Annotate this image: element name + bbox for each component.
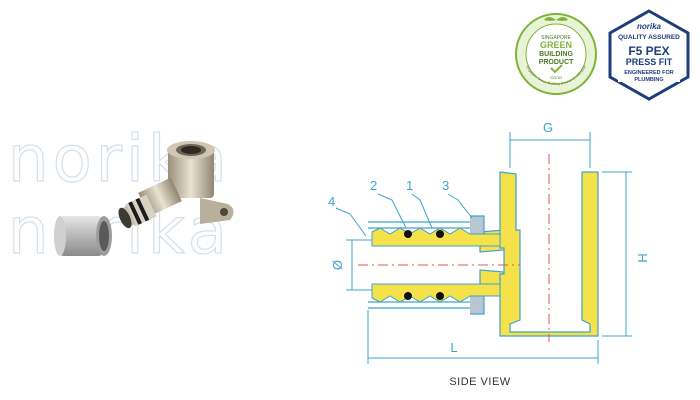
badge-hex-quality: QUALITY ASSURED [618, 34, 680, 41]
badge-hex-product1: F5 PEX [628, 44, 670, 58]
o-ring [404, 230, 412, 238]
dimension-diameter [346, 239, 372, 291]
badge-green-line1: SINGAPORE [541, 35, 571, 41]
quality-assured-badge: norika QUALITY ASSURED F5 PEX PRESS FIT … [606, 8, 692, 102]
side-view-diagram: G H L Ø 2 1 3 4 [328, 120, 650, 364]
dimension-l [367, 310, 599, 364]
callout-leaders [335, 193, 473, 237]
elbow-fitting [118, 141, 234, 229]
product-photo [54, 141, 234, 256]
watermark-text: norika [7, 195, 231, 269]
callout-3: 3 [442, 178, 449, 193]
dim-d-label: Ø [330, 260, 345, 270]
badge-green-line3: BUILDING [539, 51, 573, 58]
o-ring [436, 292, 444, 300]
callout-4: 4 [328, 194, 335, 209]
dimension-g [509, 132, 591, 168]
check-icon [550, 64, 563, 74]
badge-green-rating: GOOD [550, 75, 562, 80]
dim-g-label: G [543, 120, 553, 135]
badge-hex-tag1: ENGINEERED FOR [624, 70, 674, 76]
o-ring [436, 230, 444, 238]
badge-hex-product2: PRESS FIT [625, 57, 673, 67]
press-sleeve [54, 216, 112, 256]
badge-green-line2: GREEN [540, 40, 572, 50]
green-building-badge: SINGAPORE GREEN BUILDING PRODUCT GOOD Si… [515, 13, 597, 95]
callout-2: 2 [370, 178, 377, 193]
o-ring [404, 292, 412, 300]
dim-h-label: H [635, 253, 650, 262]
badge-hex-brand: norika [636, 22, 661, 31]
dimension-h [602, 171, 632, 337]
badge-green-line4: PRODUCT [539, 59, 574, 66]
inner-ribs-upper [371, 227, 501, 247]
badge-hex-tag2: PLUMBING [634, 77, 664, 83]
side-view-caption: SIDE VIEW [449, 376, 511, 388]
dim-l-label: L [450, 340, 457, 355]
inner-ribs-lower [371, 283, 501, 303]
callout-1: 1 [406, 178, 413, 193]
